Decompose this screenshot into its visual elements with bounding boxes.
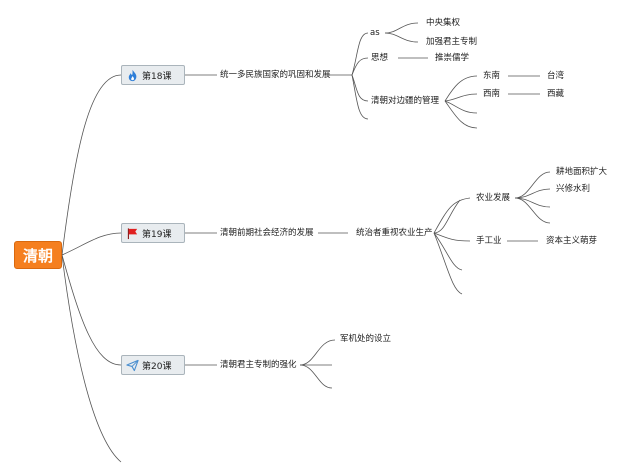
flag-icon: [127, 227, 138, 239]
flame-icon: [128, 69, 137, 81]
child-label[interactable]: 中央集权: [426, 18, 461, 28]
lesson-node-19[interactable]: 第19课: [121, 223, 185, 243]
topic-label[interactable]: 统一多民族国家的巩固和发展: [220, 70, 331, 80]
sub-topic-label[interactable]: 统治者重视农业生产: [356, 228, 433, 238]
child-label[interactable]: 推崇儒学: [435, 53, 470, 63]
item-label[interactable]: 农业发展: [476, 193, 511, 203]
lesson-label: 第20课: [142, 361, 172, 372]
item-label[interactable]: 清朝对边疆的管理: [371, 96, 440, 106]
topic-label[interactable]: 清朝前期社会经济的发展: [220, 228, 314, 238]
item-label[interactable]: as: [370, 28, 380, 38]
child-label[interactable]: 资本主义萌芽: [546, 236, 598, 246]
grandchild-label[interactable]: 台湾: [547, 71, 565, 81]
root-node[interactable]: 清朝: [14, 241, 62, 269]
topic-label[interactable]: 清朝君主专制的强化: [220, 360, 297, 370]
child-label[interactable]: 加强君主专制: [426, 37, 478, 47]
child-label[interactable]: 西南: [483, 89, 501, 99]
item-label[interactable]: 思想: [371, 53, 389, 63]
child-label[interactable]: 兴修水利: [556, 184, 591, 194]
child-label[interactable]: 耕地面积扩大: [556, 167, 608, 177]
item-label[interactable]: 军机处的设立: [340, 334, 392, 344]
lesson-node-20[interactable]: 第20课: [121, 355, 185, 375]
item-label[interactable]: 手工业: [476, 236, 502, 246]
lesson-node-18[interactable]: 第18课: [121, 65, 185, 85]
lesson-label: 第18课: [142, 71, 172, 82]
grandchild-label[interactable]: 西藏: [547, 89, 565, 99]
child-label[interactable]: 东南: [483, 71, 501, 81]
paper-plane-icon: [126, 359, 139, 371]
lesson-label: 第19课: [142, 229, 172, 240]
